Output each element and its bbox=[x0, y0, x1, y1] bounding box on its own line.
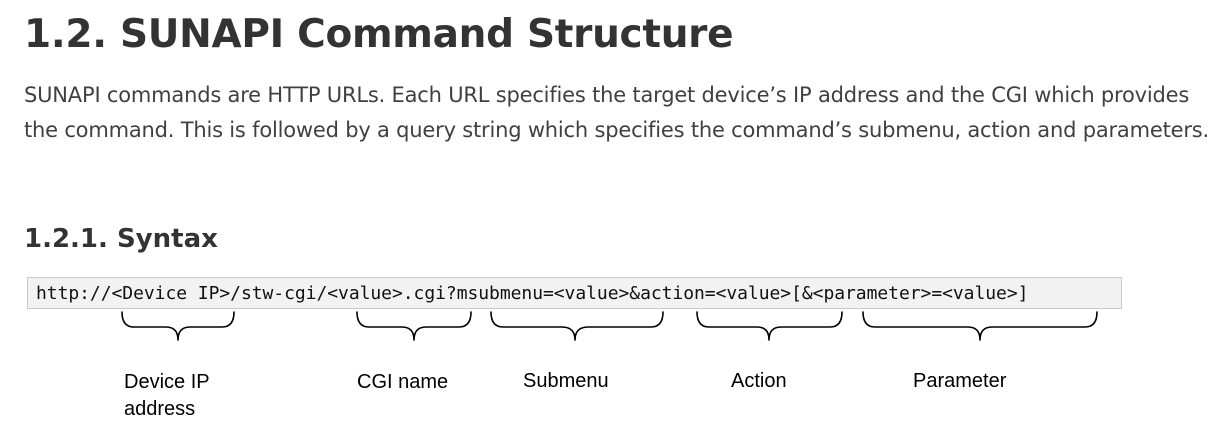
brace-submenu bbox=[490, 311, 664, 341]
brace-cgi-name bbox=[356, 311, 472, 341]
syntax-code-block: http://<Device IP>/stw-cgi/<value>.cgi?m… bbox=[27, 277, 1122, 309]
syntax-code: http://<Device IP>/stw-cgi/<value>.cgi?m… bbox=[36, 283, 1029, 304]
intro-paragraph: SUNAPI commands are HTTP URLs. Each URL … bbox=[24, 83, 1209, 142]
page-title: 1.2. SUNAPI Command Structure bbox=[24, 12, 734, 57]
label-device-ip: Device IP address bbox=[124, 369, 210, 423]
brace-action bbox=[696, 311, 843, 341]
label-device-ip-line2: address bbox=[124, 398, 196, 420]
label-submenu: Submenu bbox=[523, 370, 609, 392]
label-device-ip-line1: Device IP bbox=[124, 371, 210, 393]
label-action: Action bbox=[731, 370, 787, 392]
brace-parameter bbox=[862, 311, 1098, 341]
section-heading-syntax: 1.2.1. Syntax bbox=[24, 224, 218, 254]
label-parameter: Parameter bbox=[913, 370, 1007, 392]
brace-device-ip bbox=[121, 311, 235, 341]
label-cgi-name: CGI name bbox=[357, 371, 449, 393]
